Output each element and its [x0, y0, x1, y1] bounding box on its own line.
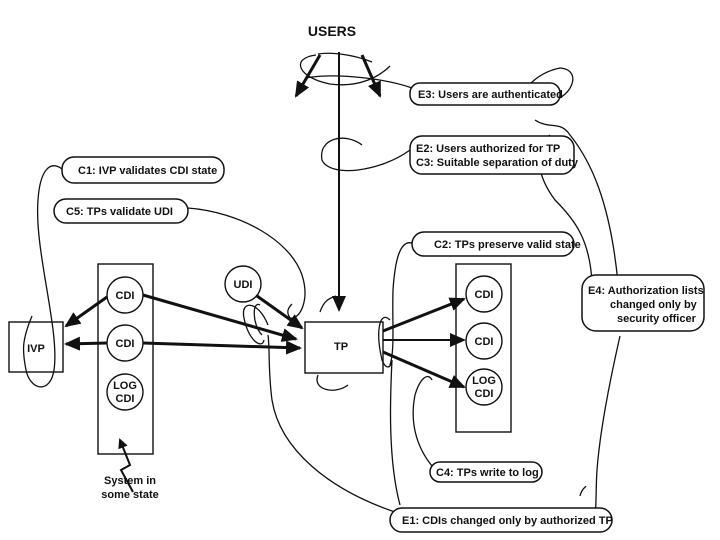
- left-cdi-1: CDI: [106, 276, 144, 314]
- callout-e3: E3: Users are authenticated: [409, 82, 563, 106]
- right-cdi-1: CDI: [465, 275, 503, 313]
- svg-text:E1: CDIs changed only by aut: E1: CDIs changed only by authorized TP: [402, 515, 613, 527]
- right-cdi-2: CDI: [465, 322, 503, 360]
- users-title: USERS: [308, 23, 356, 39]
- svg-text:LOG: LOG: [472, 375, 496, 387]
- svg-text:E4: Authorization lists: E4: Authorization lists: [588, 285, 704, 297]
- callout-c2: C2: TPs preserve valid state: [411, 231, 581, 257]
- cdi2-to-tp-arrow: [142, 340, 302, 355]
- users-loop-top: [317, 52, 373, 63]
- svg-text:C2: TPs preserve valid state: C2: TPs preserve valid state: [434, 239, 581, 251]
- right-log-cdi: LOG CDI: [465, 368, 503, 406]
- callout-c5: C5: TPs validate UDI: [53, 198, 189, 224]
- system-state-label-1: System in: [104, 475, 156, 487]
- users-loop-curve: [299, 54, 391, 86]
- svg-text:CDI: CDI: [475, 336, 494, 348]
- cdi2-to-ivp-arrow: [64, 336, 108, 351]
- svg-text:C4: TPs write to log: C4: TPs write to log: [436, 467, 539, 479]
- tp-to-cdi1-arrow: [382, 297, 466, 333]
- udi-to-tp-arrow: [256, 294, 304, 330]
- callout-e2-c3: E2: Users authorized for TP C3: Suitable…: [409, 135, 579, 175]
- left-cdi-2: CDI: [106, 324, 144, 362]
- callout-c1: C1: IVP validates CDI state: [61, 156, 225, 184]
- users-arrow-right: [360, 54, 382, 98]
- svg-text:TP: TP: [334, 341, 348, 353]
- svg-text:UDI: UDI: [234, 279, 253, 291]
- svg-text:E3: Users are authenticated: E3: Users are authenticated: [418, 89, 563, 101]
- users-arrows: [294, 52, 391, 312]
- svg-text:C1: IVP validates CDI state: C1: IVP validates CDI state: [78, 165, 217, 177]
- udi-node: UDI: [224, 265, 262, 303]
- svg-text:C5: TPs validate UDI: C5: TPs validate UDI: [66, 206, 173, 218]
- cdi1-to-tp-arrow: [142, 293, 298, 342]
- svg-text:CDI: CDI: [116, 393, 135, 405]
- svg-text:CDI: CDI: [116, 338, 135, 350]
- svg-text:security officer: security officer: [617, 313, 697, 325]
- callout-e1: E1: CDIs changed only by authorized TP: [389, 507, 613, 533]
- svg-text:LOG: LOG: [113, 380, 137, 392]
- system-state-arrow: [118, 438, 134, 493]
- tp-box: TP: [304, 321, 384, 374]
- svg-text:CDI: CDI: [116, 290, 135, 302]
- flow-arrows: [64, 293, 466, 389]
- svg-text:CDI: CDI: [475, 388, 494, 400]
- system-state-label-2: some state: [101, 489, 158, 501]
- left-log-cdi: LOG CDI: [106, 373, 144, 411]
- svg-text:CDI: CDI: [475, 289, 494, 301]
- svg-text:E2: Users authorized for TP: E2: Users authorized for TP: [416, 143, 560, 155]
- svg-text:C3: Suitable separation of d: C3: Suitable separation of duty: [416, 157, 579, 169]
- svg-text:IVP: IVP: [27, 343, 45, 355]
- callout-e4: E4: Authorization lists changed only by …: [581, 274, 705, 332]
- svg-text:changed only by: changed only by: [610, 299, 698, 311]
- tp-to-logcdi-arrow: [382, 350, 466, 389]
- users-arrow-left: [294, 54, 322, 98]
- cdi1-to-ivp-arrow: [64, 295, 108, 328]
- connector-curves: [22, 67, 621, 529]
- callout-c4: C4: TPs write to log: [429, 461, 543, 483]
